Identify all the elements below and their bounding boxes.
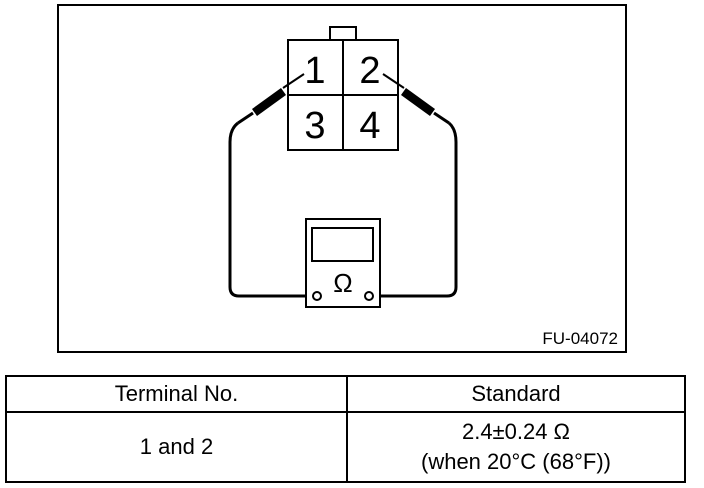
left-test-lead: [228, 121, 313, 298]
specification-table: Terminal No. Standard 1 and 2 2.4±0.24 Ω…: [5, 375, 686, 483]
connector-resistance-diagram: 1 2 3 4 Ω FU-04072: [57, 4, 627, 353]
ohmmeter-display: [311, 227, 374, 262]
right-test-lead: [373, 121, 458, 298]
figure-frame: [57, 4, 627, 353]
terminal-label-4: 4: [359, 105, 380, 147]
table-row: 1 and 2 2.4±0.24 Ω (when 20°C (68°F)): [5, 411, 686, 483]
connector-lock-tab: [329, 26, 357, 42]
ohmmeter-terminal-left: [312, 291, 322, 301]
terminal-label-3: 3: [304, 105, 325, 147]
standard-value: 2.4±0.24 Ω: [461, 419, 571, 444]
connector: 1 2 3 4: [287, 26, 399, 151]
ohm-symbol-icon: Ω: [333, 268, 352, 298]
left-probe: [237, 73, 305, 125]
header-terminal-no: Terminal No.: [5, 375, 348, 413]
standard-condition: (when 20°C (68°F)): [421, 449, 611, 474]
figure-code: FU-04072: [542, 329, 618, 348]
terminal-label-1: 1: [304, 50, 325, 92]
ohmmeter-terminal-right: [364, 291, 374, 301]
header-standard: Standard: [346, 375, 686, 413]
ohmmeter: Ω: [305, 218, 381, 308]
table-header-row: Terminal No. Standard: [5, 375, 686, 413]
right-probe: [382, 73, 450, 125]
terminal-label-2: 2: [359, 50, 380, 92]
cell-standard: 2.4±0.24 Ω (when 20°C (68°F)): [346, 411, 686, 483]
cell-terminal: 1 and 2: [5, 411, 348, 483]
